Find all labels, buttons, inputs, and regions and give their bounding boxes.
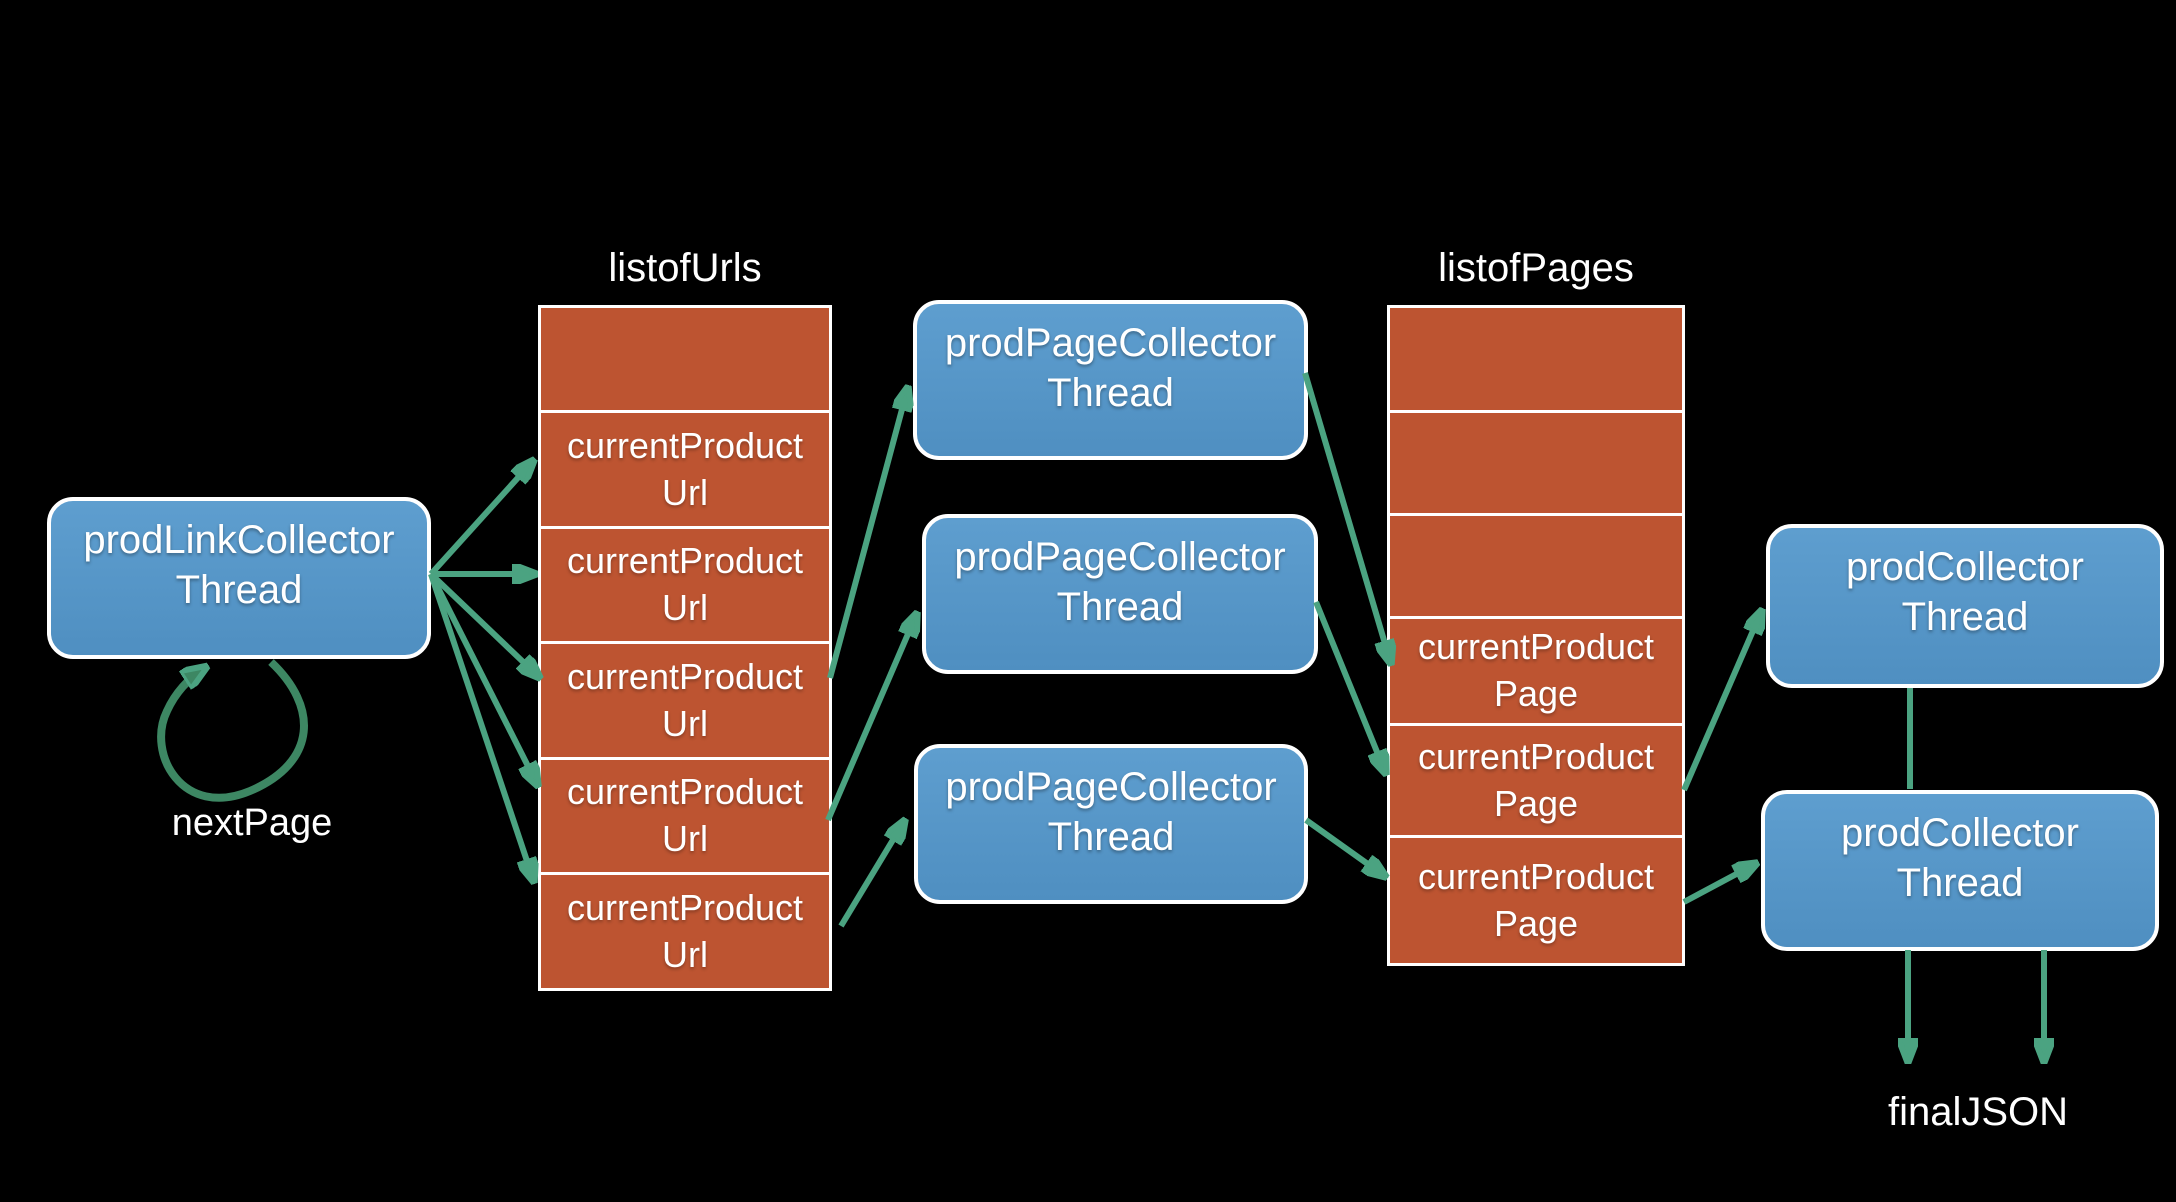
arrow-pages-to-collector-2 [1682, 863, 1757, 905]
listofpages-title: listofPages [1438, 245, 1634, 290]
listofurls-cell: currentProduct Url [541, 872, 829, 988]
node-prodpagecollector-thread-3: prodPageCollector Thread [914, 744, 1308, 904]
listofpages-cell: currentProduct Page [1390, 616, 1682, 723]
arrow-urls-to-pagecollector-2 [825, 613, 917, 822]
arrow-pagecollector3-to-pages [1304, 817, 1386, 877]
listofurls-cell: currentProduct Url [541, 641, 829, 757]
nextpage-self-loop-arrow [157, 659, 308, 802]
node-prodpagecollector-thread-2: prodPageCollector Thread [922, 514, 1318, 674]
arrow-linkcollector-to-url-5 [428, 573, 534, 882]
listofurls-cell [541, 308, 829, 410]
listofurls-table: currentProduct Url currentProduct Url cu… [538, 305, 832, 991]
listofurls-cell: currentProduct Url [541, 757, 829, 872]
finaljson-label: finalJSON [1887, 1089, 2069, 1134]
listofpages-cell [1390, 513, 1682, 616]
listofpages-cell: currentProduct Page [1390, 835, 1682, 963]
arrow-linkcollector-to-url-1 [428, 460, 534, 577]
nextpage-label: nextPage [171, 801, 333, 844]
arrow-pagecollector2-to-pages [1313, 600, 1386, 774]
node-prodpagecollector-thread-1: prodPageCollector Thread [913, 300, 1308, 460]
node-prodcollector-thread-2: prodCollector Thread [1761, 790, 2159, 951]
arrow-urls-to-pagecollector-1 [827, 387, 908, 679]
listofpages-cell [1390, 308, 1682, 410]
arrow-pages-to-collector-1 [1681, 610, 1762, 792]
listofurls-cell: currentProduct Url [541, 410, 829, 526]
listofurls-cell: currentProduct Url [541, 526, 829, 641]
listofurls-title: listofUrls [608, 245, 762, 290]
arrow-linkcollector-to-url-3 [428, 571, 540, 678]
listofpages-table: currentProduct Page currentProduct Page … [1387, 305, 1685, 966]
arrow-urls-to-pagecollector-3 [838, 820, 905, 928]
arrow-linkcollector-to-url-4 [428, 572, 538, 786]
node-prodcollector-thread-1: prodCollector Thread [1766, 524, 2164, 688]
node-prodlinkcollector-thread: prodLinkCollector Thread [47, 497, 431, 659]
listofpages-cell [1390, 410, 1682, 513]
listofpages-cell: currentProduct Page [1390, 723, 1682, 835]
